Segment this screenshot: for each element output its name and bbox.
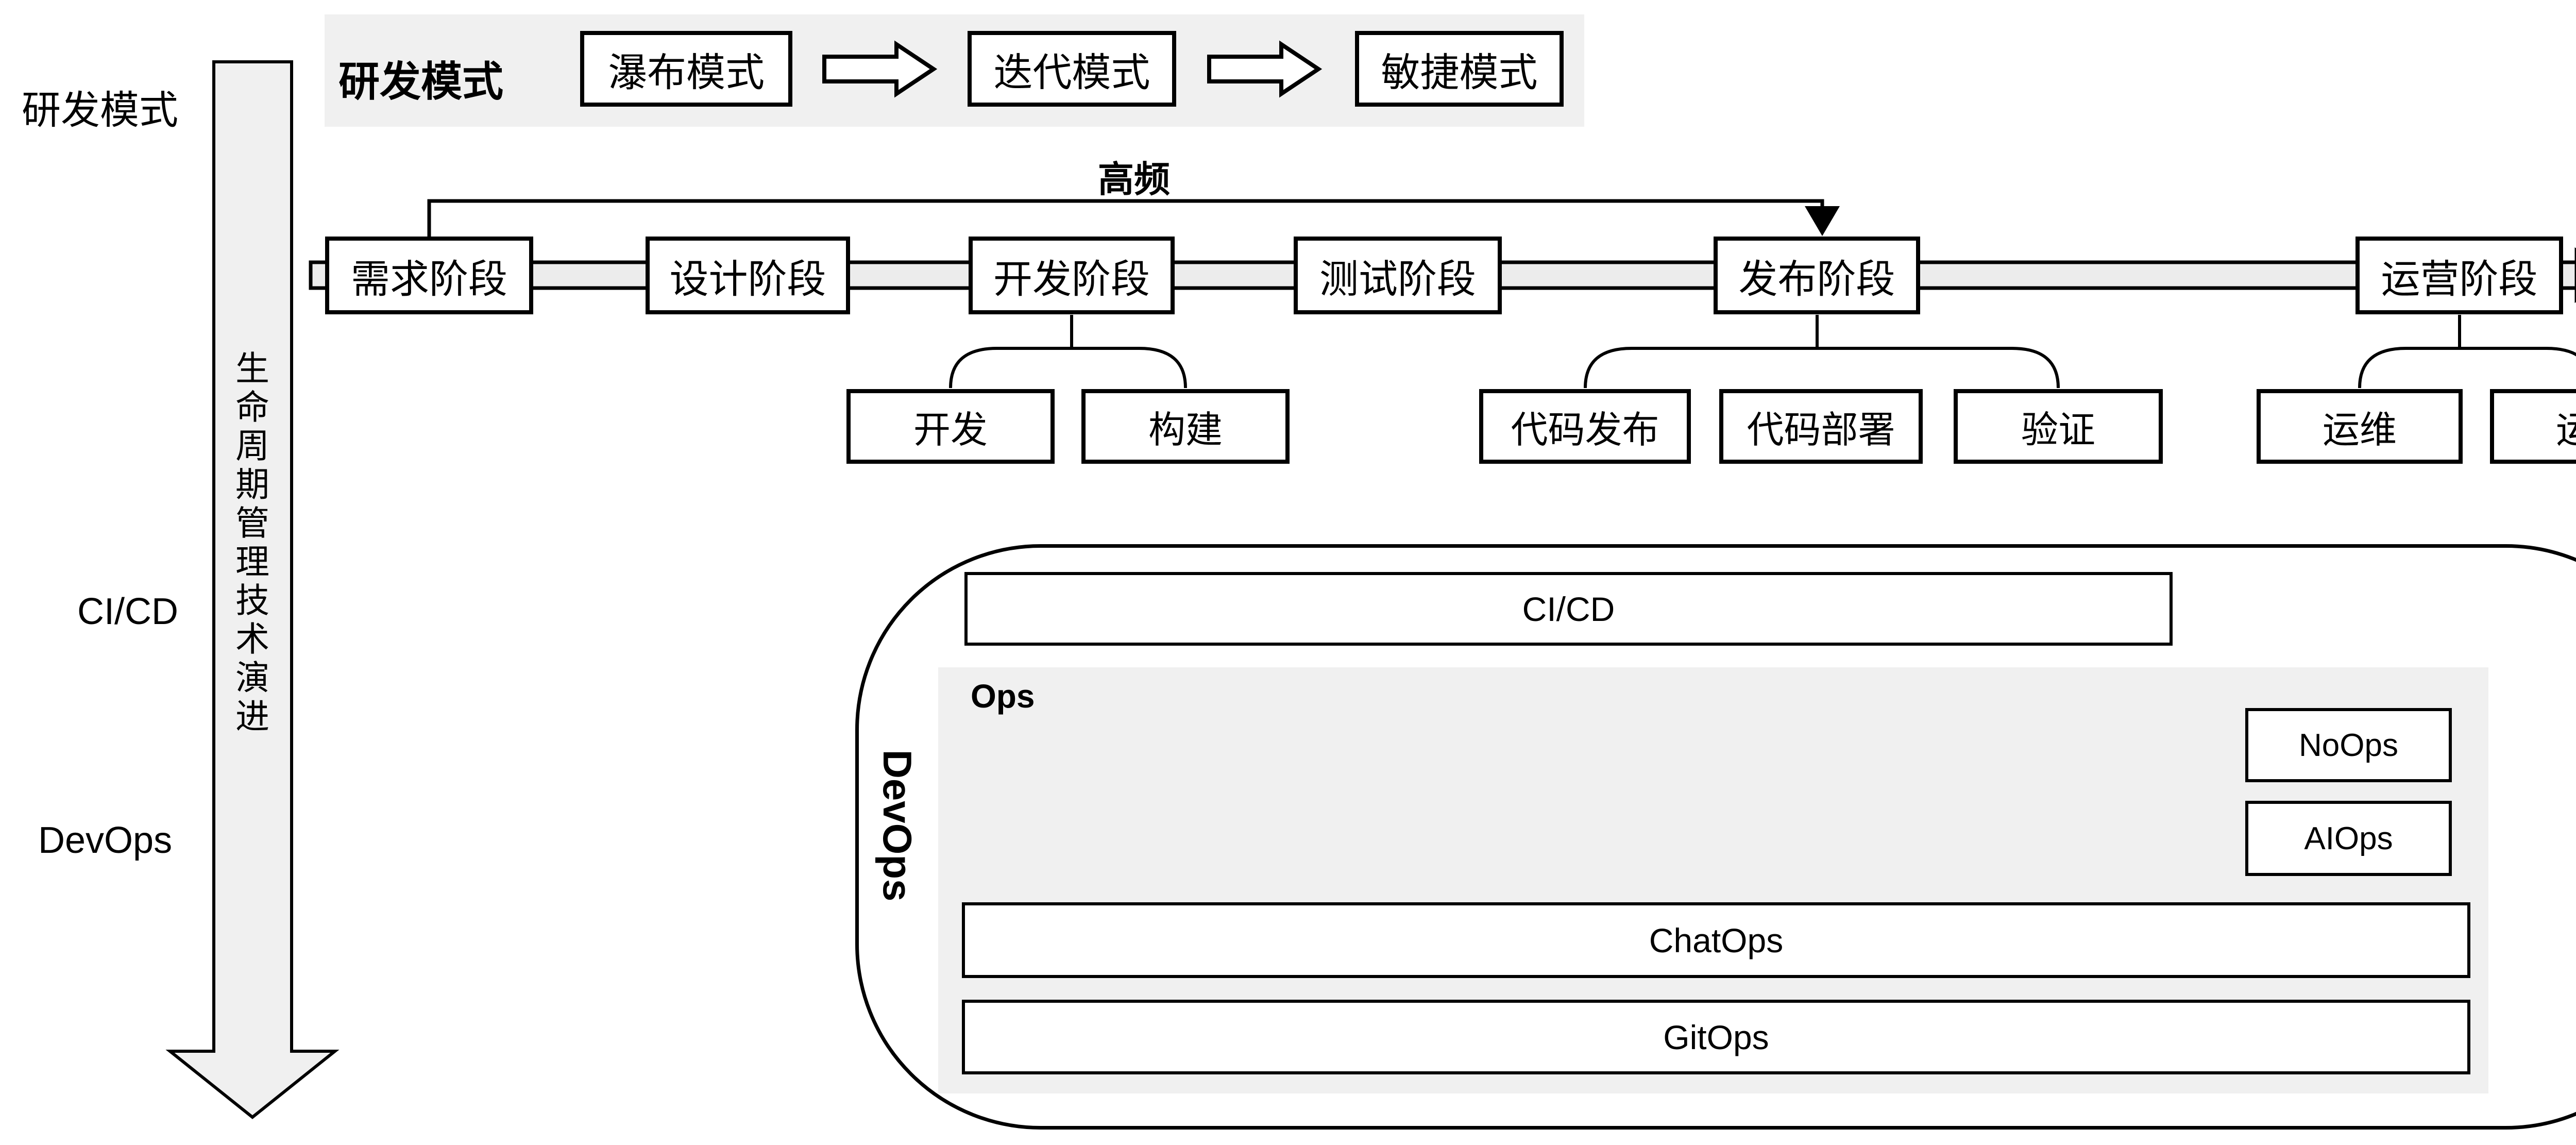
stage-box-design: 设计阶段 (646, 237, 850, 314)
stage-box-development: 开发阶段 (969, 237, 1175, 314)
header-title-rnd-model: 研发模式 (338, 59, 503, 105)
development-brace (949, 347, 1187, 389)
model-box-waterfall: 瀑布模式 (580, 31, 792, 107)
cicd-box: CI/CD (964, 572, 2173, 646)
gitops-box-label: GitOps (1663, 1018, 1769, 1056)
aiops-box: AIOps (2245, 801, 2452, 876)
sub-box-maintenance: 运维 (2257, 389, 2463, 464)
evolution-down-arrow (165, 60, 340, 1119)
operation-brace (2358, 347, 2576, 389)
gitops-box: GitOps (962, 1000, 2470, 1074)
sub-box-verify: 验证 (1954, 389, 2163, 464)
stage-box-testing-label: 测试阶段 (1319, 257, 1476, 301)
sub-box-code-deploy-label: 代码部署 (1747, 410, 1895, 451)
model-box-iterative-label: 迭代模式 (993, 50, 1150, 95)
stage-box-development-label: 开发阶段 (993, 257, 1150, 301)
sub-box-code-release: 代码发布 (1479, 389, 1691, 464)
stage-box-release: 发布阶段 (1714, 237, 1920, 314)
chatops-box-label: ChatOps (1649, 921, 1784, 959)
chatops-box: ChatOps (962, 902, 2470, 978)
ops-group-label: Ops (971, 678, 1035, 715)
model-arrow-1-icon (822, 40, 938, 98)
stage-box-operation: 运营阶段 (2355, 237, 2563, 314)
loop-arrowhead-icon (1805, 206, 1840, 236)
sub-box-develop: 开发 (846, 389, 1055, 464)
model-arrow-2-icon (1207, 40, 1323, 98)
sub-box-maintenance-label: 运维 (2322, 410, 2397, 451)
stage-box-release-label: 发布阶段 (1738, 257, 1895, 301)
devops-container (855, 544, 2576, 1130)
sub-box-operate-label: 运营 (2555, 410, 2576, 451)
stage-box-requirements: 需求阶段 (325, 237, 533, 314)
sub-box-verify-label: 验证 (2021, 410, 2095, 451)
release-brace (1584, 347, 2060, 389)
devops-container-label: DevOps (875, 749, 920, 902)
cicd-box-label: CI/CD (1522, 590, 1615, 628)
high-frequency-label: 高频 (1098, 159, 1170, 199)
high-frequency-loop-line (427, 199, 1824, 238)
model-box-agile: 敏捷模式 (1355, 31, 1564, 107)
side-label-devops: DevOps (38, 820, 173, 861)
model-box-iterative: 迭代模式 (968, 31, 1176, 107)
model-box-agile-label: 敏捷模式 (1381, 50, 1538, 95)
noops-box-label: NoOps (2299, 727, 2398, 763)
stage-box-operation-label: 运营阶段 (2381, 257, 2538, 301)
sub-box-build-label: 构建 (1148, 410, 1223, 451)
stage-box-design-label: 设计阶段 (669, 257, 826, 301)
sub-box-code-deploy: 代码部署 (1719, 389, 1923, 464)
sub-box-develop-label: 开发 (913, 410, 988, 451)
side-label-cicd: CI/CD (77, 591, 178, 632)
aiops-box-label: AIOps (2304, 820, 2393, 856)
noops-box: NoOps (2245, 708, 2452, 782)
sub-box-code-release-label: 代码发布 (1511, 410, 1659, 451)
sub-box-build: 构建 (1081, 389, 1290, 464)
evolution-arrow-label: 生命周期管理技术演进 (231, 350, 269, 737)
stage-box-testing: 测试阶段 (1294, 237, 1502, 314)
sub-box-operate: 运营 (2490, 389, 2576, 464)
stage-box-requirements-label: 需求阶段 (351, 257, 507, 301)
model-box-waterfall-label: 瀑布模式 (608, 50, 765, 95)
side-label-rnd-model: 研发模式 (22, 89, 178, 132)
